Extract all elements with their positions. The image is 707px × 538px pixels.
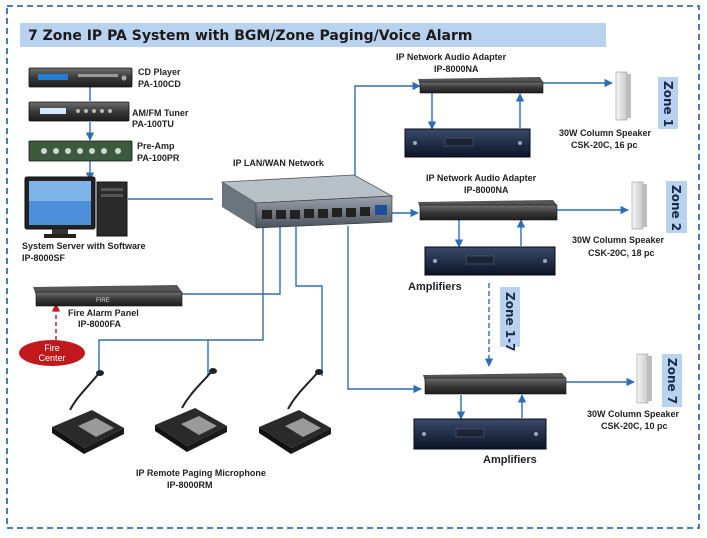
fire-center-line2: Center: [38, 353, 65, 363]
column-speaker-2: [631, 181, 647, 230]
zone-1-label: Zone 1: [661, 81, 675, 127]
microphone-model: IP-8000RM: [167, 480, 213, 490]
paging-microphone-1: [52, 370, 124, 454]
microphone-name: IP Remote Paging Microphone: [136, 468, 266, 478]
paging-microphone-2: [155, 368, 227, 452]
connection-lines: [85, 78, 635, 420]
network-switch: [220, 174, 394, 229]
adapter-1-model: IP-8000NA: [434, 64, 479, 74]
speaker-7-name: 30W Column Speaker: [587, 409, 680, 419]
fire-center-badge: Fire Center: [19, 340, 85, 366]
audio-adapter-2: [418, 200, 558, 221]
server-name: System Server with Software: [22, 241, 146, 251]
fire-alarm-panel: FIRE: [33, 285, 183, 307]
zone-2-label: Zone 2: [669, 185, 683, 231]
fire-panel-name: Fire Alarm Panel: [68, 308, 139, 318]
speaker-2-name: 30W Column Speaker: [572, 235, 665, 245]
outer-frame: [6, 5, 700, 529]
zone-7-band: [662, 354, 682, 407]
adapter-2-name: IP Network Audio Adapter: [426, 173, 537, 183]
pre-amp-model: PA-100PR: [137, 153, 180, 163]
zone-1-7-band: [500, 287, 520, 347]
zone-2-band: [666, 181, 687, 233]
title-band: [20, 23, 606, 47]
amplifier-1: [404, 128, 531, 158]
column-speaker-1: [615, 71, 631, 121]
amplifiers-2-label: Amplifiers: [408, 281, 462, 293]
paging-microphone-3: [259, 369, 331, 454]
fire-panel-model: IP-8000FA: [78, 319, 122, 329]
cd-player-model: PA-100CD: [138, 79, 181, 89]
column-speaker-7: [636, 353, 652, 404]
amplifiers-7-label: Amplifiers: [483, 454, 537, 466]
fire-center-line1: Fire: [44, 343, 60, 353]
pre-amp-name: Pre-Amp: [137, 141, 175, 151]
zone-1-7-label: Zone 1-7: [503, 292, 517, 351]
fire-panel-face-text: FIRE: [96, 298, 110, 304]
cd-player: [28, 67, 133, 88]
cd-player-name: CD Player: [138, 67, 181, 77]
network-label: IP LAN/WAN Network: [233, 158, 325, 168]
zone-1-band: [658, 77, 678, 129]
am-fm-tuner-model: PA-100TU: [132, 119, 174, 129]
zone-7-label: Zone 7: [665, 358, 679, 404]
adapter-1-name: IP Network Audio Adapter: [396, 52, 507, 62]
speaker-1-model: CSK-20C, 16 pc: [571, 140, 638, 150]
server-model: IP-8000SF: [22, 253, 66, 263]
speaker-1-name: 30W Column Speaker: [559, 128, 652, 138]
page-title: 7 Zone IP PA System with BGM/Zone Paging…: [28, 28, 473, 44]
system-server: [24, 176, 128, 238]
speaker-2-model: CSK-20C, 18 pc: [588, 248, 655, 258]
audio-adapter-7: [423, 373, 567, 395]
audio-adapter-1: [418, 77, 544, 94]
am-fm-tuner: [28, 101, 130, 122]
am-fm-tuner-name: AM/FM Tuner: [132, 108, 189, 118]
amplifier-7: [413, 418, 547, 450]
pre-amp: [28, 140, 133, 162]
adapter-2-model: IP-8000NA: [464, 185, 509, 195]
amplifier-2: [424, 246, 556, 276]
speaker-7-model: CSK-20C, 10 pc: [601, 421, 668, 431]
